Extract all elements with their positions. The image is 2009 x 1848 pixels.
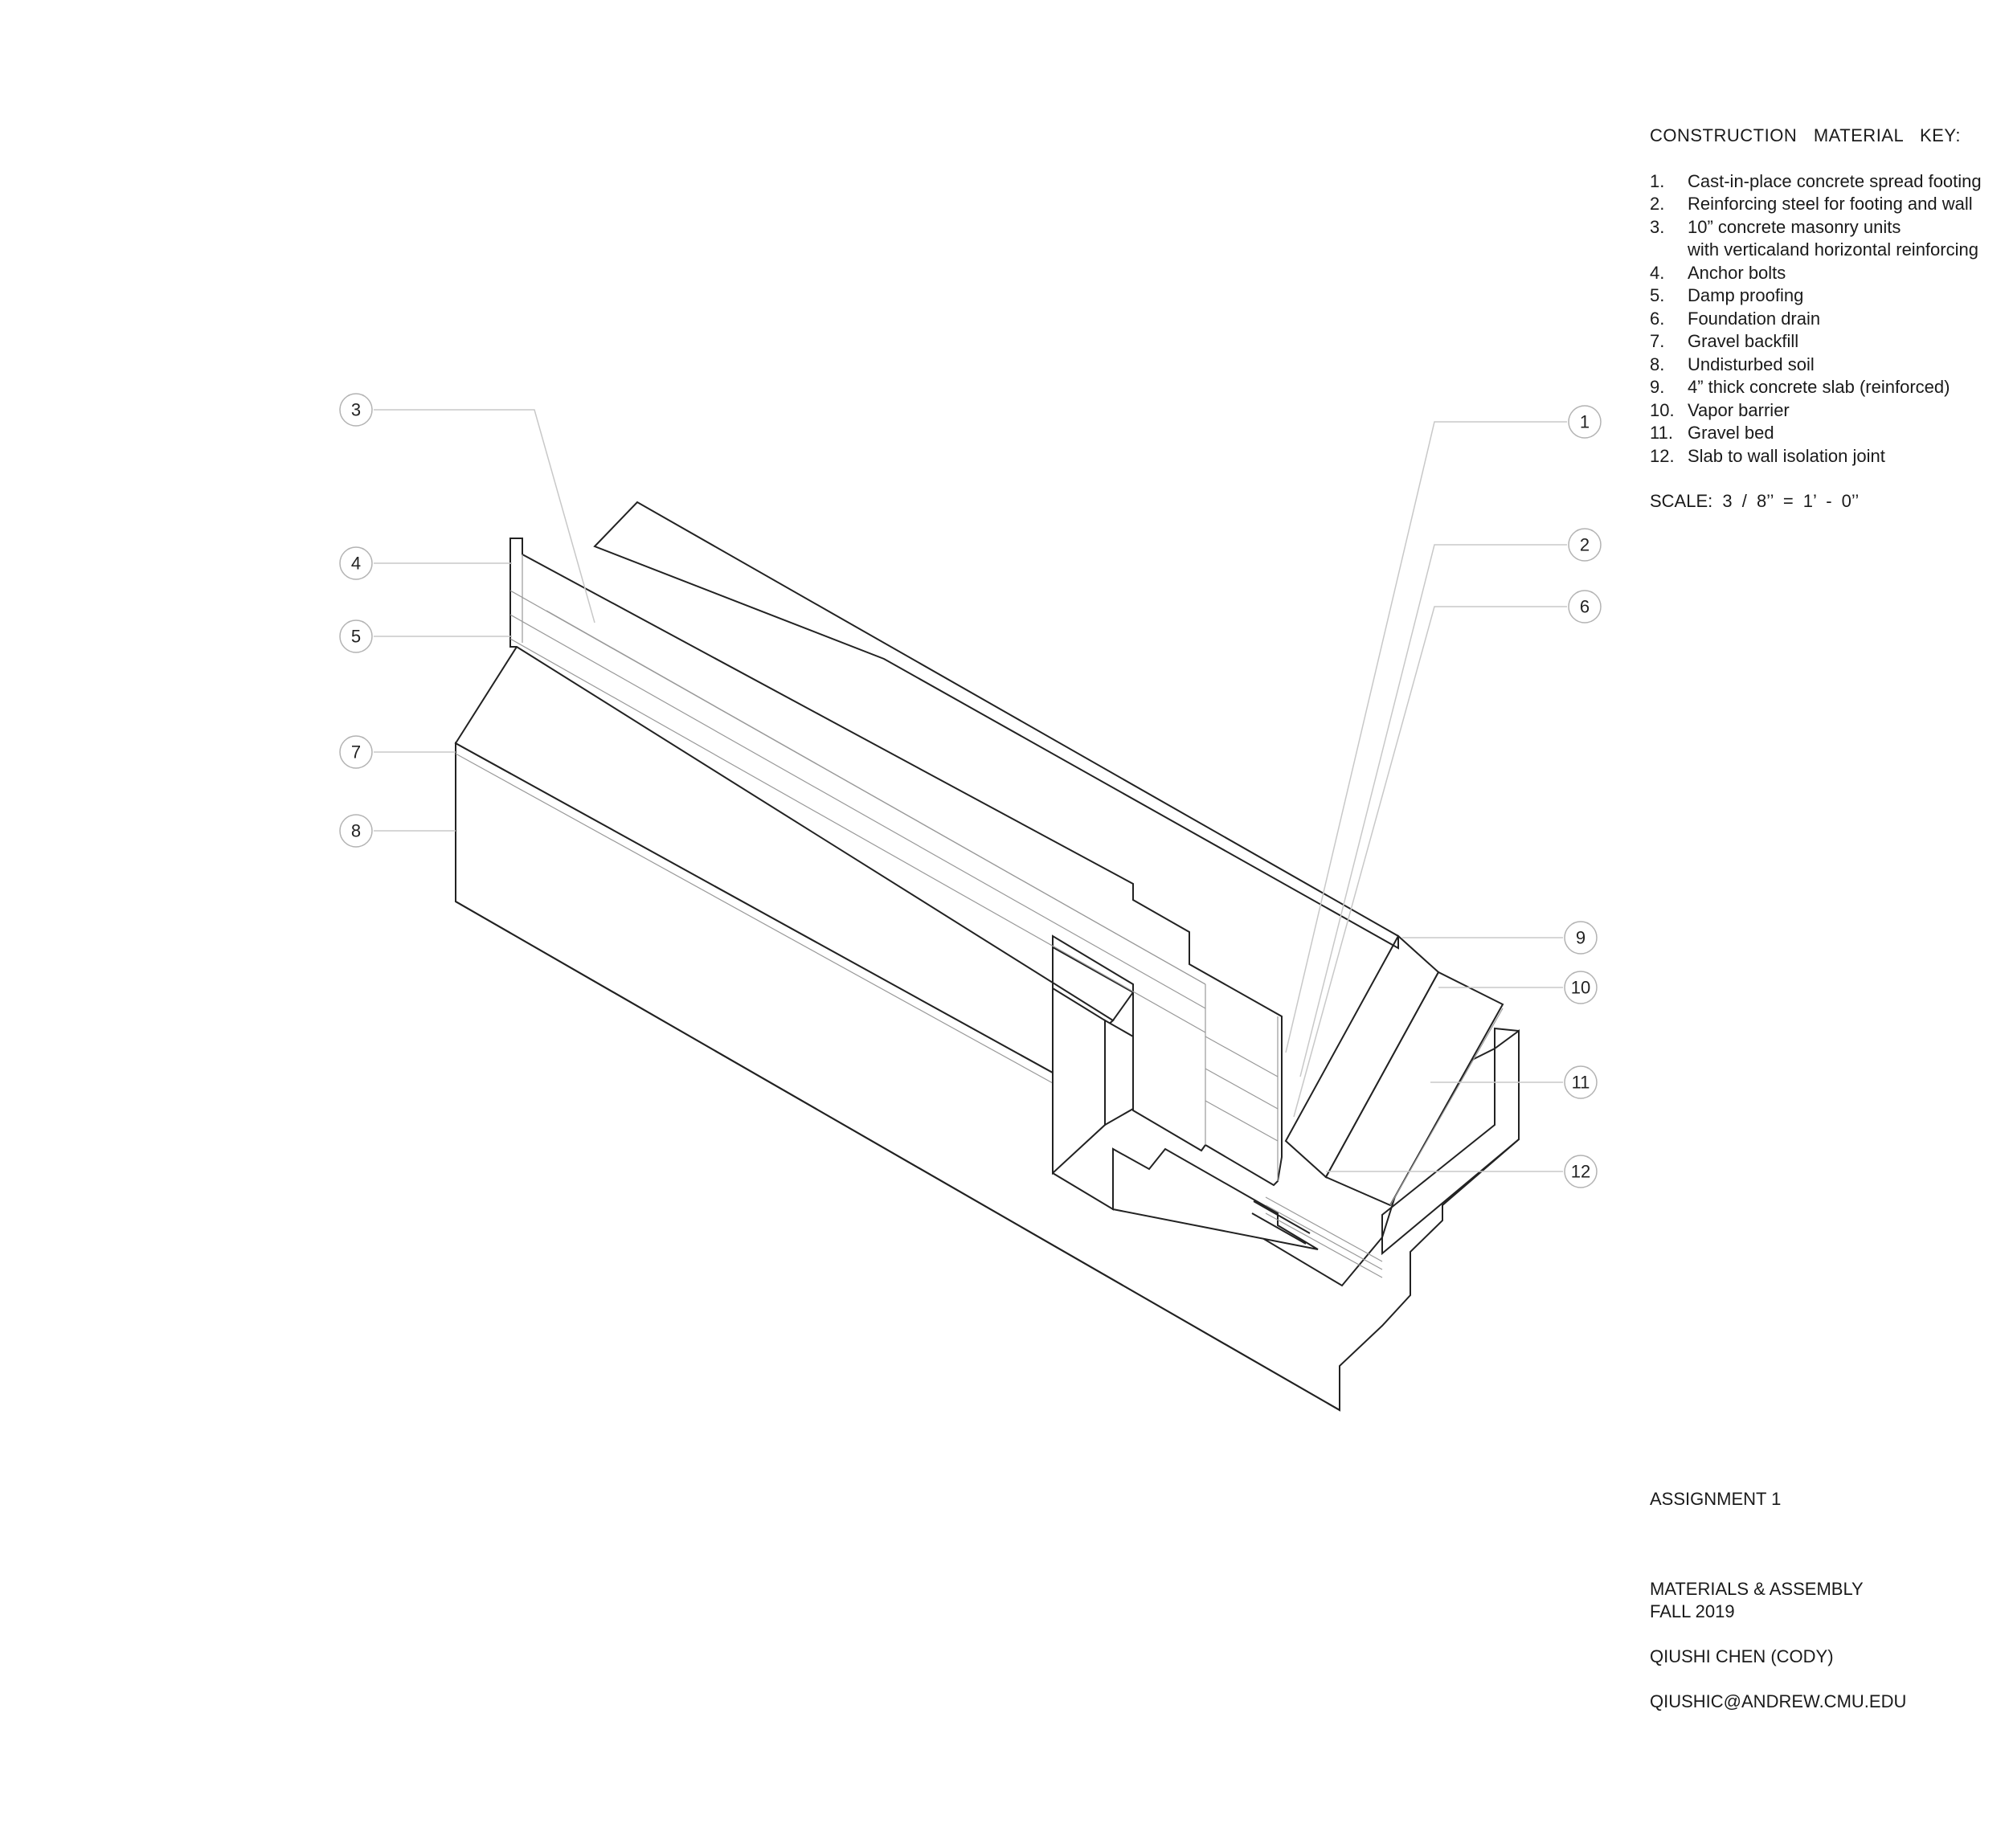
- key-item: 9.4” thick concrete slab (reinforced): [1650, 377, 1950, 397]
- footing-trench: [1052, 987, 1319, 1250]
- callout-8: 8: [339, 814, 373, 848]
- callout-1: 1: [1568, 405, 1602, 439]
- course-name: MATERIALS & ASSEMBLY: [1650, 1579, 1864, 1599]
- course-term: FALL 2019: [1650, 1601, 1735, 1621]
- foundation-drain: [1251, 1196, 1383, 1278]
- callout-11: 11: [1564, 1065, 1598, 1099]
- svg-text:10: 10: [1571, 978, 1590, 998]
- assignment-label: ASSIGNMENT 1: [1650, 1489, 1782, 1509]
- key-list: 1.Cast-in-place concrete spread footing …: [1650, 170, 2003, 468]
- callout-12: 12: [1564, 1155, 1598, 1188]
- key-item: 5.Damp proofing: [1650, 285, 1804, 305]
- svg-text:8: 8: [351, 821, 361, 841]
- svg-text:5: 5: [351, 627, 361, 647]
- svg-text:2: 2: [1580, 535, 1590, 555]
- callout-2: 2: [1568, 528, 1602, 562]
- key-item: 2.Reinforcing steel for footing and wall: [1650, 194, 1973, 214]
- svg-text:1: 1: [1580, 412, 1590, 432]
- key-item: 3.10” concrete masonry units: [1650, 216, 1901, 237]
- key-title: CONSTRUCTION MATERIAL KEY:: [1650, 125, 1961, 145]
- cmu-wall: [509, 538, 1283, 1187]
- svg-text:11: 11: [1572, 1073, 1590, 1093]
- callout-3: 3: [339, 393, 373, 427]
- key-item: 6.Foundation drain: [1650, 308, 1821, 329]
- svg-text:4: 4: [351, 554, 361, 574]
- svg-text:12: 12: [1571, 1162, 1590, 1182]
- material-key-panel: CONSTRUCTION MATERIAL KEY: 1.Cast-in-pla…: [1650, 125, 2003, 513]
- scale-note: SCALE: 3 / 8’’ = 1’ - 0’’: [1650, 491, 1860, 511]
- key-item: 8.Undisturbed soil: [1650, 354, 1815, 374]
- callout-5: 5: [339, 619, 373, 653]
- svg-text:7: 7: [351, 742, 361, 763]
- key-item: 11.Gravel bed: [1650, 423, 1774, 443]
- callout-7: 7: [339, 735, 373, 769]
- callout-4: 4: [339, 546, 373, 580]
- callout-9: 9: [1564, 921, 1598, 955]
- callout-10: 10: [1564, 971, 1598, 1004]
- key-item: with verticaland horizontal reinforcing: [1688, 239, 1978, 260]
- svg-text:6: 6: [1580, 597, 1590, 617]
- key-item: 1.Cast-in-place concrete spread footing: [1650, 170, 1982, 191]
- svg-text:3: 3: [351, 400, 361, 420]
- key-item: 7.Gravel backfill: [1650, 331, 1799, 351]
- key-item: 10.Vapor barrier: [1650, 399, 1790, 420]
- title-block: ASSIGNMENT 1 MATERIALS & ASSEMBLY FALL 2…: [1650, 1488, 2003, 1713]
- concrete-slab: [1284, 934, 1504, 1207]
- key-item: 4.Anchor bolts: [1650, 262, 1786, 283]
- author-name: QIUSHI CHEN (CODY): [1650, 1646, 1834, 1666]
- author-email: QIUSHIC@ANDREW.CMU.EDU: [1650, 1691, 1907, 1711]
- svg-text:9: 9: [1576, 928, 1586, 948]
- ground-plane: [593, 501, 1399, 950]
- key-item: 12.Slab to wall isolation joint: [1650, 445, 1885, 466]
- leader-lines: [374, 409, 1567, 1172]
- callout-6: 6: [1568, 590, 1602, 623]
